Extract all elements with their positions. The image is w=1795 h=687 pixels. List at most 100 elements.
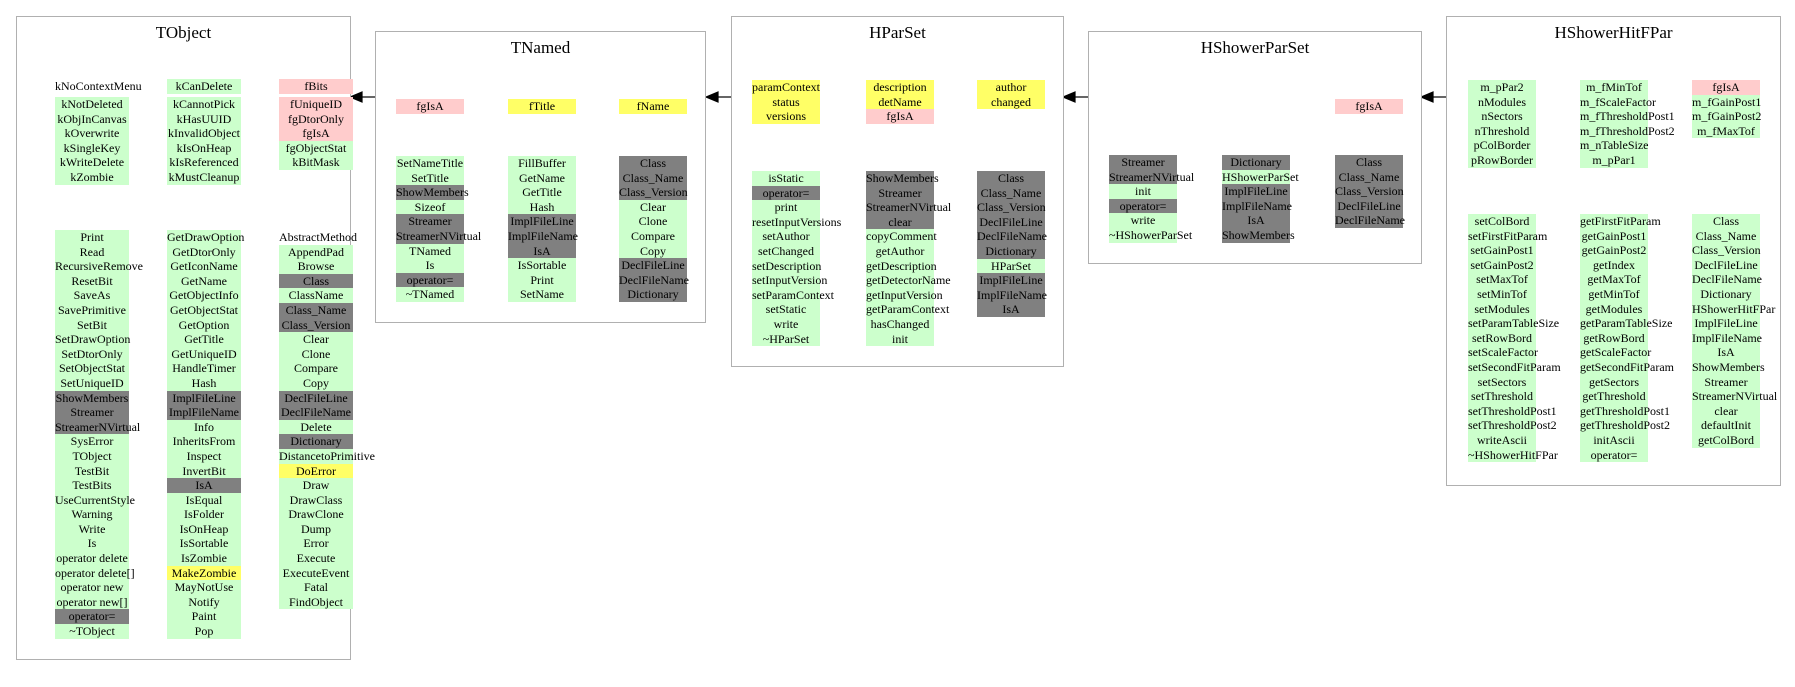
member-function: m_fGainPost2 bbox=[1692, 109, 1762, 124]
member-function: Class bbox=[1692, 214, 1760, 229]
member-function: setInputVersion bbox=[752, 273, 828, 288]
member-function: setDescription bbox=[752, 258, 822, 274]
member-function: clear bbox=[866, 214, 934, 230]
member-function: GetObjectInfo bbox=[167, 288, 241, 303]
member-column: kCanDelete bbox=[167, 79, 241, 94]
member-function: getAuthor bbox=[866, 243, 934, 259]
member-function: copyComment bbox=[866, 229, 937, 244]
member-function: IsZombie bbox=[167, 551, 241, 566]
member-function: FillBuffer bbox=[508, 156, 576, 171]
member-function: IsFolder bbox=[167, 507, 241, 522]
member-function: StreamerNVirtual bbox=[866, 200, 952, 215]
member-column: fBits bbox=[279, 79, 353, 94]
member-function: DeclFileLine bbox=[977, 214, 1045, 230]
member-function: setChanged bbox=[752, 243, 820, 259]
member-function: Execute bbox=[279, 551, 353, 566]
member-function: ExecuteEvent bbox=[279, 565, 353, 581]
member-function: nModules bbox=[1468, 94, 1536, 110]
member-function: setStatic bbox=[752, 302, 820, 317]
member-function: setGainPost1 bbox=[1468, 243, 1536, 258]
member-function: IsA bbox=[508, 243, 576, 259]
member-function: SaveAs bbox=[55, 288, 129, 303]
member-function: getGainPost2 bbox=[1580, 243, 1648, 258]
member-function: kBitMask bbox=[279, 155, 353, 170]
member-function: DrawClone bbox=[279, 507, 353, 522]
member-function: kSingleKey bbox=[55, 140, 129, 156]
member-function: Is bbox=[55, 536, 129, 552]
data-member: description bbox=[866, 80, 934, 95]
member-function: Error bbox=[279, 536, 353, 552]
member-function: MayNotUse bbox=[167, 580, 241, 595]
member-function: setThresholdPost2 bbox=[1468, 418, 1557, 433]
data-member: fUniqueID bbox=[279, 97, 353, 112]
data-member: versions bbox=[752, 109, 820, 124]
member-function: m_fThresholdPost1 bbox=[1580, 109, 1675, 124]
member-function: hasChanged bbox=[866, 316, 934, 332]
member-function: Streamer bbox=[396, 214, 464, 229]
member-function: write bbox=[752, 316, 820, 332]
member-function: getParamTableSize bbox=[1580, 316, 1673, 331]
data-member: fTitle bbox=[508, 99, 576, 114]
member-function: kZombie bbox=[55, 169, 129, 185]
class-title: HParSet bbox=[869, 23, 926, 42]
member-function: SavePrimitive bbox=[55, 302, 129, 318]
member-function: Class_Name bbox=[1692, 228, 1760, 244]
member-function: GetName bbox=[508, 170, 576, 186]
member-function: m_pPar2 bbox=[1468, 80, 1536, 95]
member-function: defaultInit bbox=[1692, 418, 1760, 433]
member-function: StreamerNVirtual bbox=[1109, 169, 1195, 185]
arrowhead-hparset-to-tnamed bbox=[704, 91, 719, 103]
member-function: Class_Version bbox=[1335, 184, 1404, 199]
member-function: FindObject bbox=[279, 594, 353, 610]
member-function: nSectors bbox=[1468, 109, 1536, 124]
member-function: getInputVersion bbox=[866, 287, 943, 303]
member-function: DeclFileLine bbox=[1335, 198, 1403, 214]
member-function: StreamerNVirtual bbox=[55, 419, 141, 435]
member-column: fgIsA bbox=[1335, 99, 1403, 114]
member-function: kCannotPick bbox=[167, 97, 241, 112]
member-function: operator= bbox=[396, 272, 464, 288]
member-function: clear bbox=[1692, 403, 1760, 419]
member-function: GetDrawOption bbox=[167, 230, 245, 245]
member-function: setSectors bbox=[1468, 374, 1536, 390]
member-function: SetName bbox=[508, 287, 576, 302]
member-function: GetIconName bbox=[167, 259, 241, 274]
member-function: Dictionary bbox=[619, 287, 687, 302]
member-function: operator new bbox=[55, 580, 129, 595]
member-function: m_fThresholdPost2 bbox=[1580, 123, 1675, 139]
member-function: ImplFileLine bbox=[167, 390, 241, 406]
member-function: Class_Version bbox=[977, 200, 1046, 215]
member-function: getScaleFactor bbox=[1580, 345, 1652, 360]
member-function: ~TObject bbox=[55, 624, 129, 639]
member-function: ~HShowerParSet bbox=[1109, 227, 1193, 243]
member-function: isStatic bbox=[752, 171, 820, 186]
member-function: kIsReferenced bbox=[167, 155, 241, 170]
member-function: kIsOnHeap bbox=[167, 140, 241, 156]
member-function: m_fGainPost1 bbox=[1692, 94, 1762, 110]
member-function: fgObjectStat bbox=[279, 140, 353, 156]
member-function: SetNameTitle bbox=[396, 156, 464, 171]
member-function: kHasUUID bbox=[167, 111, 241, 127]
member-function: print bbox=[752, 200, 820, 215]
class-title: HShowerParSet bbox=[1200, 38, 1310, 57]
member-function: AbstractMethod bbox=[279, 230, 357, 244]
member-function: m_pPar1 bbox=[1580, 152, 1648, 168]
member-function: StreamerNVirtual bbox=[1692, 389, 1778, 404]
member-function: operator= bbox=[55, 609, 129, 625]
member-function: init bbox=[1109, 184, 1177, 199]
member-function: Delete bbox=[279, 419, 353, 435]
data-member: fName bbox=[619, 99, 687, 114]
